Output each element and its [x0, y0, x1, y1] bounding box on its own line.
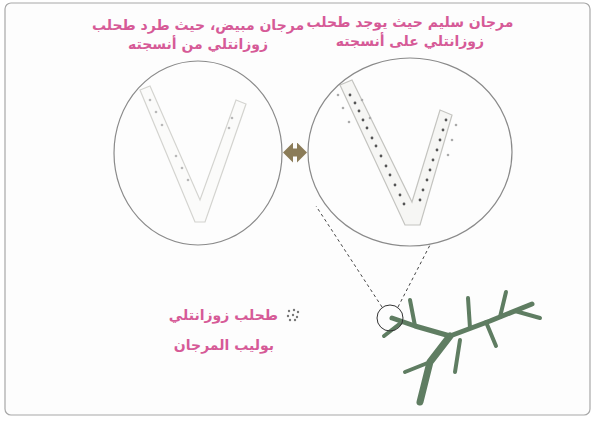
double-arrow	[293, 149, 297, 157]
coral-branch	[384, 292, 540, 402]
healthy-polyp-sketch	[337, 80, 458, 225]
circle-outline	[307, 57, 513, 247]
legend-row: طحلب زوزانتلي	[169, 306, 300, 325]
frame	[5, 3, 590, 415]
legend-text: طحلب زوزانتلي	[169, 306, 278, 325]
coral-circle: مرجان سليم حيث يوجد طحلب زوزانتلي على أن…	[307, 57, 513, 247]
legend-swatch	[286, 308, 300, 322]
zoom-line	[398, 245, 430, 307]
coral-circle: مرجان مبيض، حيث طرد طحلب زوزانتلي من أنس…	[113, 60, 283, 246]
legend: طحلب زوزانتلي	[169, 306, 300, 325]
circle-heading: مرجان مبيض، حيث طرد طحلب زوزانتلي من أنس…	[88, 16, 308, 54]
bleached-polyp-sketch	[140, 86, 246, 222]
zoom-line	[316, 206, 382, 307]
circle-heading: مرجان سليم حيث يوجد طحلب زوزانتلي على أن…	[300, 13, 520, 51]
part-label: بوليب المرجان	[174, 336, 274, 355]
circle-outline	[113, 60, 283, 246]
zoom-circle	[377, 305, 403, 331]
